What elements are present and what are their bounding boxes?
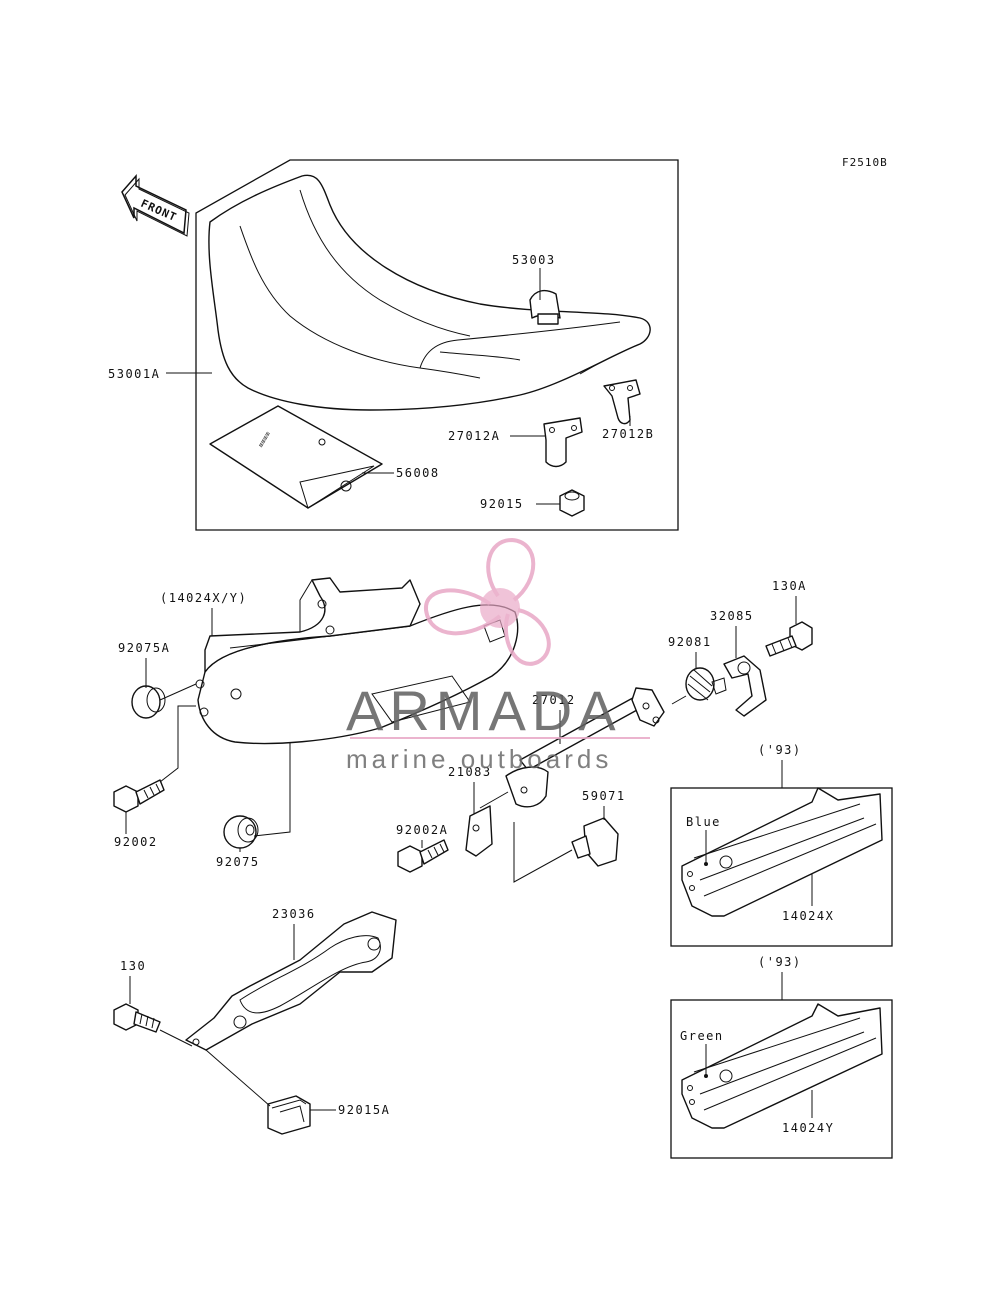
label-130: 130 [120, 959, 146, 973]
label-92015: 92015 [480, 497, 524, 511]
propeller-hub [480, 588, 520, 628]
armada-logo-watermark: ARMADA marine outboards [346, 537, 650, 774]
bracket-23036 [185, 911, 397, 1051]
bolt-92002 [113, 779, 165, 813]
watermark-title: ARMADA [346, 679, 622, 742]
color-green: Green [680, 1029, 724, 1043]
holder-32085 [723, 655, 767, 717]
bolt-130A [765, 621, 813, 657]
label-14024X: 14024X [782, 909, 834, 923]
note-93-b: ('93) [758, 955, 802, 969]
label-27012A: 27012A [448, 429, 500, 443]
clip-59071 [571, 817, 619, 867]
lock-lever-21083 [465, 766, 549, 857]
label-56008: 56008 [396, 466, 440, 480]
label-53001A: 53001A [108, 367, 160, 381]
tail-cover-14024 [195, 577, 519, 745]
label-53003: 53003 [512, 253, 556, 267]
bracket-27012A [543, 417, 583, 468]
label-32085: 32085 [710, 609, 754, 623]
color-blue: Blue [686, 815, 721, 829]
propeller-icon [424, 537, 551, 666]
nut-92015 [559, 489, 585, 517]
side-cover-14024X [681, 787, 883, 917]
grommet-92075 [223, 815, 259, 849]
label-92075A: 92075A [118, 641, 170, 655]
label-27012: 27012 [532, 693, 576, 707]
variant-box-14024X [670, 787, 893, 947]
label-27012B: 27012B [602, 427, 654, 441]
manual-56008: ≡≡≡≡ [209, 405, 383, 509]
label-92015A: 92015A [338, 1103, 390, 1117]
label-92081: 92081 [668, 635, 712, 649]
side-cover-14024Y [681, 1003, 883, 1129]
label-14024Y: 14024Y [782, 1121, 834, 1135]
grommet-92075A [131, 685, 166, 719]
label-21083: 21083 [448, 765, 492, 779]
bolt-92002A [397, 839, 449, 873]
diagram-code: F2510B [842, 156, 888, 169]
label-92002: 92002 [114, 835, 158, 849]
clip-nut-92015A [267, 1095, 311, 1135]
label-59071: 59071 [582, 789, 626, 803]
label-92002A: 92002A [396, 823, 448, 837]
lock-cable-27012 [519, 687, 665, 771]
label-23036: 23036 [272, 907, 316, 921]
note-93-a: ('93) [758, 743, 802, 757]
variant-box-14024Y [670, 999, 893, 1159]
seat-assembly-box [195, 159, 679, 531]
label-92075: 92075 [216, 855, 260, 869]
bolt-130 [113, 1003, 161, 1033]
front-arrow-icon: FRONT [121, 174, 190, 237]
seat-53001A [208, 174, 651, 411]
label-130A: 130A [772, 579, 807, 593]
watermark-subtitle: marine outboards [346, 744, 612, 774]
spring-92081 [671, 667, 727, 705]
bracket-27012B [603, 379, 641, 425]
label-14024XY: (14024X/Y) [160, 591, 247, 605]
